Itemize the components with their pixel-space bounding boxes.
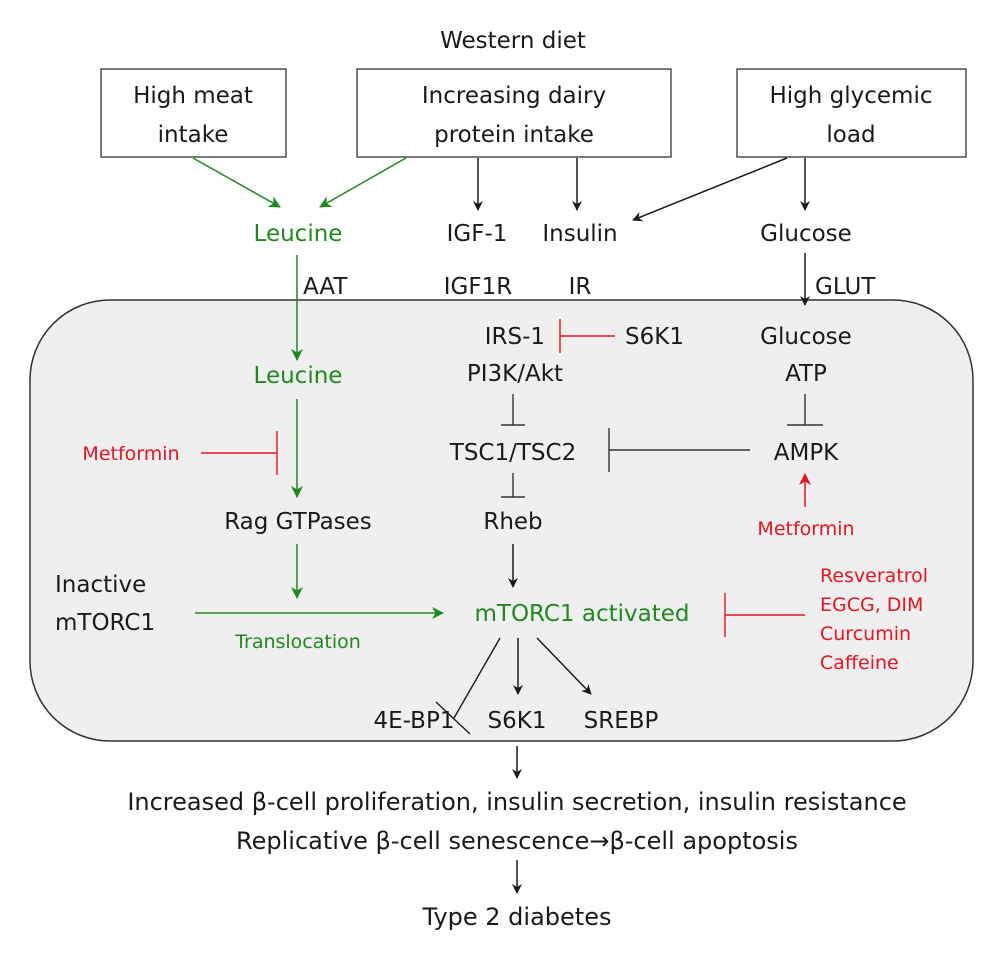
receptor-ir: IR — [569, 274, 592, 300]
source-meat-line1: High meat — [133, 83, 253, 109]
metformin-left-label: Metformin — [82, 443, 179, 465]
leucine-intracellular: Leucine — [254, 363, 343, 389]
inhibit-mtorc1-4ebp1-bar — [435, 701, 471, 735]
inhibitor-resveratrol: Resveratrol — [820, 565, 928, 587]
source-glycemic-line1: High glycemic — [769, 83, 932, 109]
tsc-label: TSC1/TSC2 — [449, 440, 576, 466]
glucose-intracellular: Glucose — [760, 324, 852, 350]
target-4ebp1: 4E-BP1 — [374, 708, 455, 734]
pi3k-akt-label: PI3K/Akt — [467, 361, 563, 387]
mtorc1-activated-label: mTORC1 activated — [474, 601, 689, 627]
rag-gtpases-label: Rag GTPases — [224, 509, 372, 535]
translocation-label: Translocation — [234, 631, 361, 653]
inactive-mtorc1-line2: mTORC1 — [55, 610, 155, 636]
source-dairy-line1: Increasing dairy — [422, 83, 606, 109]
final-outcome-type2-diabetes: Type 2 diabetes — [422, 903, 612, 931]
source-box-glycemic: High glycemic load — [736, 68, 967, 158]
receptor-glut: GLUT — [815, 274, 876, 300]
cell-compartment — [29, 299, 974, 742]
irs1-label: IRS-1 — [485, 324, 545, 350]
outcome-line1: Increased β-cell proliferation, insulin … — [127, 788, 906, 816]
metformin-right-label: Metformin — [757, 518, 854, 540]
ampk-label: AMPK — [774, 440, 839, 466]
receptor-aat: AAT — [303, 274, 348, 300]
inhibit-mtorc1-4ebp1 — [453, 637, 501, 719]
outcome-line2: Replicative β-cell senescence→β-cell apo… — [236, 827, 798, 855]
source-box-dairy: Increasing dairy protein intake — [356, 68, 672, 158]
source-glycemic-line2: load — [826, 122, 875, 148]
inhibitor-curcumin: Curcumin — [820, 623, 911, 645]
inhibitor-caffeine: Caffeine — [820, 652, 899, 674]
arrow-dairy-to-leucine — [319, 157, 407, 208]
inactive-mtorc1-line1: Inactive — [55, 572, 146, 598]
inhibitor-egcg-dim: EGCG, DIM — [820, 594, 923, 616]
arrow-mtorc1-srebp — [536, 637, 592, 695]
leucine-extracellular: Leucine — [254, 221, 343, 247]
arrow-glycemic-to-insulin — [632, 157, 788, 222]
source-dairy-line2: protein intake — [434, 122, 594, 148]
s6k1-feedback-label: S6K1 — [625, 324, 684, 350]
arrow-meat-to-leucine — [192, 157, 281, 208]
target-srebp: SREBP — [584, 708, 659, 734]
source-meat-line2: intake — [158, 122, 229, 148]
igf1-label: IGF-1 — [447, 221, 508, 247]
rheb-label: Rheb — [483, 509, 542, 535]
glucose-extracellular: Glucose — [760, 221, 852, 247]
source-box-meat: High meat intake — [100, 68, 287, 158]
atp-label: ATP — [785, 361, 827, 387]
title-western-diet: Western diet — [440, 28, 586, 54]
receptor-igf1r: IGF1R — [444, 274, 512, 300]
insulin-label: Insulin — [542, 221, 617, 247]
target-s6k1: S6K1 — [488, 708, 547, 734]
